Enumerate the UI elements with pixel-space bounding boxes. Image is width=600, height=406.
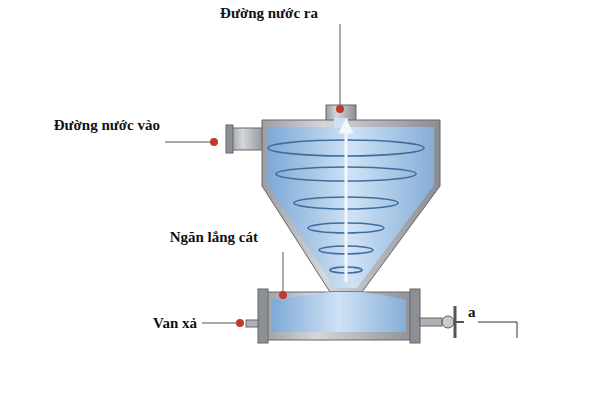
- callout-dots: [210, 105, 344, 327]
- drain-stub: [246, 320, 258, 327]
- callout-label: Đường nước ra: [220, 4, 318, 22]
- chamber-flange: [410, 289, 420, 343]
- valve-stem: [420, 318, 442, 326]
- inlet-flange: [226, 125, 233, 153]
- sand-chamber: [262, 292, 418, 340]
- callout-label: Van xả: [153, 314, 197, 332]
- water: [268, 127, 434, 288]
- callout-label: a: [468, 303, 476, 321]
- cyclone-body: [262, 120, 440, 292]
- inlet-pipe: [230, 128, 266, 150]
- leader-lines: [165, 24, 340, 323]
- callout-label: Đường nước vào: [54, 116, 160, 134]
- valve-body: [442, 316, 454, 328]
- water: [272, 292, 406, 332]
- chamber-flange: [258, 289, 268, 343]
- valve-handle: [455, 321, 464, 323]
- callout-label: Ngăn lắng cát: [170, 228, 258, 246]
- leader-line: [478, 322, 517, 338]
- updraft-arrow: [345, 126, 348, 282]
